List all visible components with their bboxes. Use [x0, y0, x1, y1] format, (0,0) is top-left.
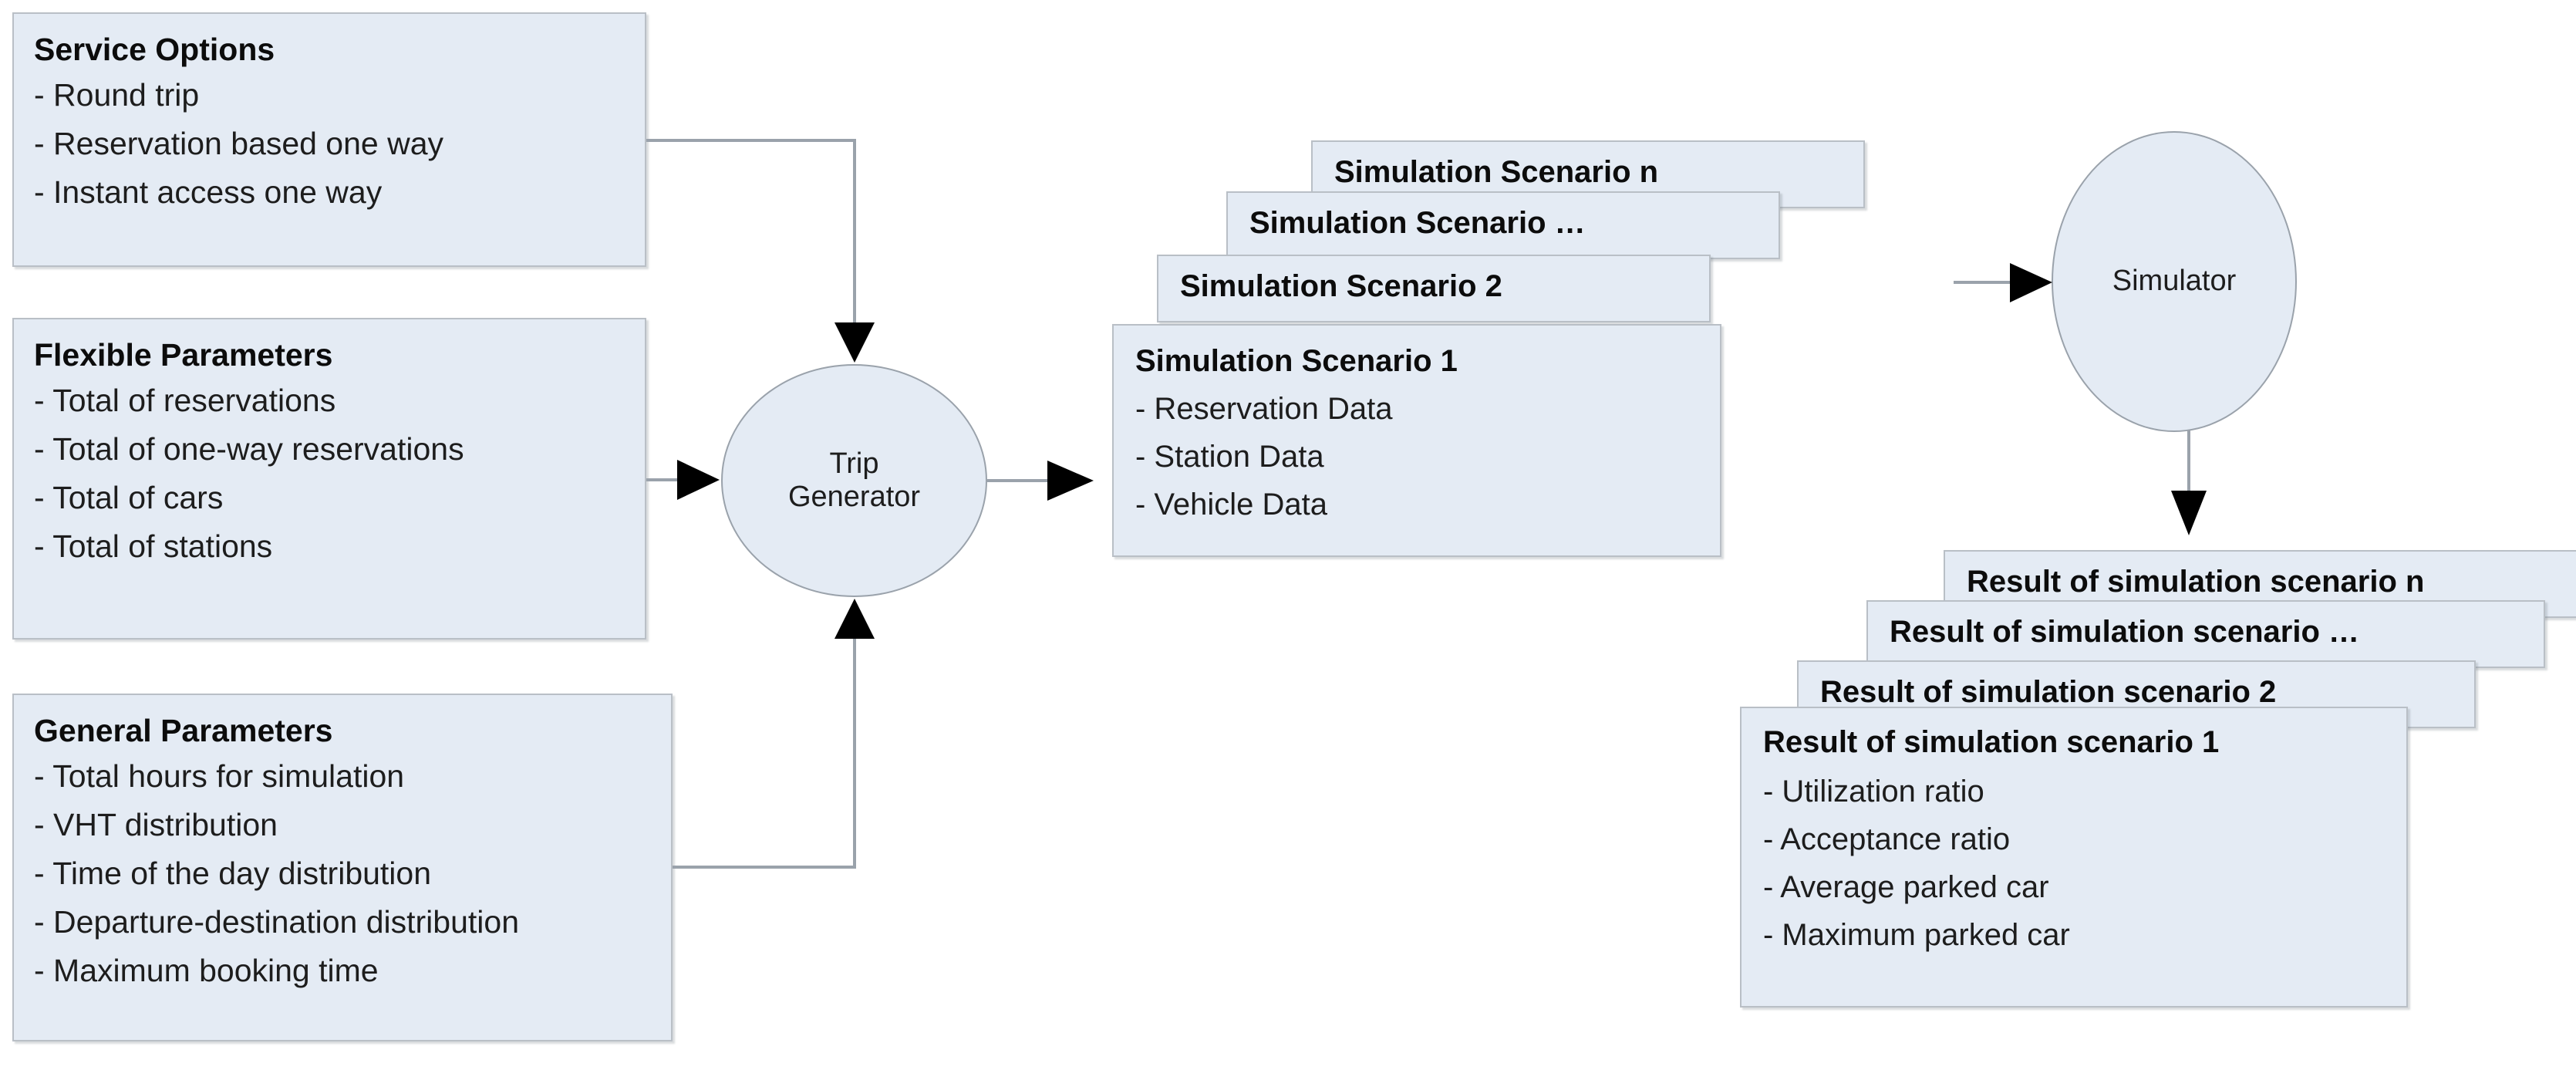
result-scenario-1-items: - Utilization ratio - Acceptance ratio -… — [1763, 776, 2070, 967]
general-parameters-item-5: - Maximum booking time — [34, 952, 379, 988]
result-scenario-1-box[interactable]: Result of simulation scenario 1 - Utiliz… — [1740, 707, 2408, 1008]
result-scenario-1-item-2: - Acceptance ratio — [1763, 822, 2011, 856]
result-scenario-1-item-3: - Average parked car — [1763, 870, 2049, 904]
general-parameters-box[interactable]: General Parameters - Total hours for sim… — [12, 694, 673, 1041]
result-scenario-n-title: Result of simulation scenario n — [1967, 565, 2425, 599]
result-scenario-1-item-1: - Utilization ratio — [1763, 775, 1984, 808]
service-options-item-3: - Instant access one way — [34, 174, 383, 210]
connector-general-params-to-trip-generator — [673, 599, 875, 869]
flexible-parameters-title: Flexible Parameters — [34, 337, 333, 373]
service-options-box[interactable]: Service Options - Round trip - Reservati… — [12, 12, 646, 267]
trip-generator-node[interactable]: Trip Generator — [721, 364, 987, 597]
connector-service-options-to-trip-generator — [646, 139, 875, 363]
general-parameters-title: General Parameters — [34, 713, 333, 748]
arrow-head-right-icon — [1047, 461, 1094, 501]
trip-generator-label: Trip Generator — [788, 447, 920, 515]
general-parameters-item-4: - Departure-destination distribution — [34, 903, 519, 940]
result-scenario-2-title: Result of simulation scenario 2 — [1820, 675, 2277, 709]
simulation-scenario-1-item-1: - Reservation Data — [1135, 392, 1393, 426]
connector-flexible-params-to-trip-generator — [646, 460, 720, 500]
connector-scenarios-to-simulator — [1954, 263, 2052, 302]
arrow-head-up-icon — [835, 599, 875, 639]
result-scenario-ellipsis-box[interactable]: Result of simulation scenario … — [1866, 600, 2545, 668]
simulation-scenario-ellipsis-box[interactable]: Simulation Scenario … — [1226, 191, 1780, 259]
service-options-item-2: - Reservation based one way — [34, 125, 444, 161]
simulation-scenario-n-title: Simulation Scenario n — [1334, 155, 1659, 189]
flexible-parameters-item-1: - Total of reservations — [34, 382, 336, 418]
connector-simulator-to-results — [2171, 430, 2207, 535]
simulation-scenario-1-item-2: - Station Data — [1135, 440, 1324, 474]
simulation-scenario-1-box[interactable]: Simulation Scenario 1 - Reservation Data… — [1112, 324, 1721, 557]
simulation-scenario-1-item-3: - Vehicle Data — [1135, 488, 1328, 521]
simulation-scenario-2-box[interactable]: Simulation Scenario 2 — [1157, 255, 1711, 322]
result-scenario-ellipsis-title: Result of simulation scenario … — [1890, 615, 2360, 649]
service-options-title: Service Options — [34, 32, 275, 67]
simulation-scenario-ellipsis-title: Simulation Scenario … — [1249, 206, 1586, 240]
flexible-parameters-item-3: - Total of cars — [34, 479, 224, 515]
service-options-item-1: - Round trip — [34, 76, 200, 113]
general-parameters-item-1: - Total hours for simulation — [34, 758, 405, 794]
flexible-parameters-box[interactable]: Flexible Parameters - Total of reservati… — [12, 318, 646, 640]
result-scenario-1-title: Result of simulation scenario 1 — [1763, 725, 2220, 759]
general-parameters-item-2: - VHT distribution — [34, 806, 278, 842]
simulation-scenario-2-title: Simulation Scenario 2 — [1180, 269, 1502, 303]
connector-trip-generator-to-scenarios — [987, 461, 1094, 501]
arrow-head-right-icon — [2010, 263, 2052, 302]
result-scenario-1-item-4: - Maximum parked car — [1763, 918, 2070, 952]
arrow-head-down-icon — [2171, 491, 2207, 535]
flexible-parameters-item-2: - Total of one-way reservations — [34, 430, 464, 467]
trip-generator-label-line1: Trip — [829, 447, 879, 480]
simulator-label: Simulator — [2112, 265, 2237, 298]
general-parameters-item-3: - Time of the day distribution — [34, 855, 432, 891]
flexible-parameters-item-4: - Total of stations — [34, 528, 273, 564]
arrow-head-down-icon — [835, 322, 875, 363]
trip-generator-label-line2: Generator — [787, 481, 921, 513]
arrow-head-right-icon — [677, 460, 720, 500]
simulation-scenario-1-items: - Reservation Data - Station Data - Vehi… — [1135, 393, 1392, 537]
simulation-scenario-1-title: Simulation Scenario 1 — [1135, 344, 1458, 378]
simulator-node[interactable]: Simulator — [2052, 131, 2297, 432]
